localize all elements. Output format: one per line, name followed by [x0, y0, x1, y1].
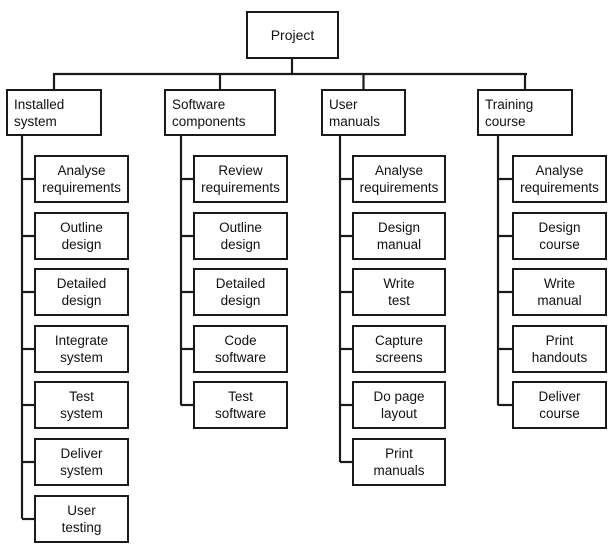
task-box: Detailed design: [34, 268, 129, 316]
task-box: Analyse requirements: [512, 155, 607, 203]
task-box: Write test: [352, 268, 446, 316]
task-box: Outline design: [34, 212, 129, 260]
task-box: Integrate system: [34, 325, 129, 373]
task-box: Code software: [193, 325, 288, 373]
task-box: Outline design: [193, 212, 288, 260]
task-box: User testing: [34, 495, 129, 543]
task-box: Print handouts: [512, 325, 607, 373]
task-box: Design course: [512, 212, 607, 260]
task-box: Capture screens: [352, 325, 446, 373]
task-box: Deliver system: [34, 438, 129, 486]
task-box: Design manual: [352, 212, 446, 260]
task-box: Print manuals: [352, 438, 446, 486]
task-box: Deliver course: [512, 381, 607, 429]
branch-box-2: Software components: [164, 89, 276, 136]
project-root-box: Project: [246, 11, 339, 59]
branch-box-3: User manuals: [321, 89, 406, 136]
task-box: Test software: [193, 381, 288, 429]
task-box: Analyse requirements: [34, 155, 129, 203]
task-box: Analyse requirements: [352, 155, 446, 203]
branch-box-1: Installed system: [6, 89, 102, 136]
task-box: Detailed design: [193, 268, 288, 316]
branch-box-4: Training course: [477, 89, 573, 136]
task-box: Write manual: [512, 268, 607, 316]
task-box: Test system: [34, 381, 129, 429]
task-box: Do page layout: [352, 381, 446, 429]
task-box: Review requirements: [193, 155, 288, 203]
